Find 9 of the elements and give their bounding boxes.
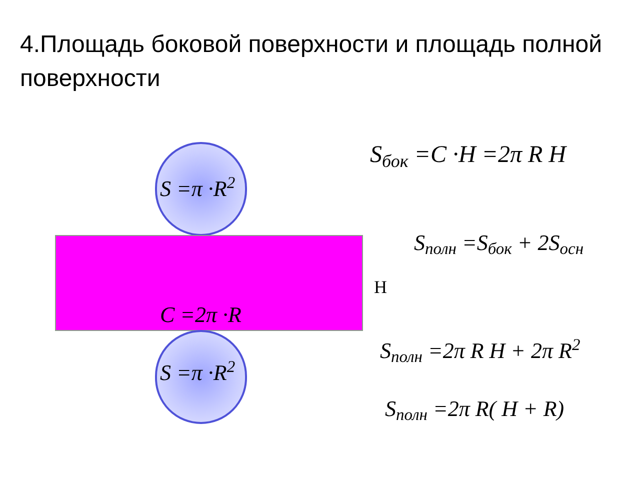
formula: S$_{полн}$ =S$_{бок}$ + 2S$_{осн}$ [414, 229, 584, 258]
height-label: H [374, 276, 387, 298]
formula: S =π ·R$^{2}$ [160, 176, 236, 202]
formula: S$_{бок}$ =C ·H =2π R H [370, 141, 566, 170]
formula: S =π ·R$^{2}$ [160, 360, 236, 386]
formula: S$_{полн}$ =2π R H + 2π R$^{2}$ [380, 336, 580, 366]
formula: S$_{полн}$ =2π R( H + R) [385, 395, 564, 424]
slide-title: 4.Площадь боковой поверхности и площадь полной поверхности [20, 30, 603, 94]
formula: C =2π ·R [160, 302, 242, 328]
